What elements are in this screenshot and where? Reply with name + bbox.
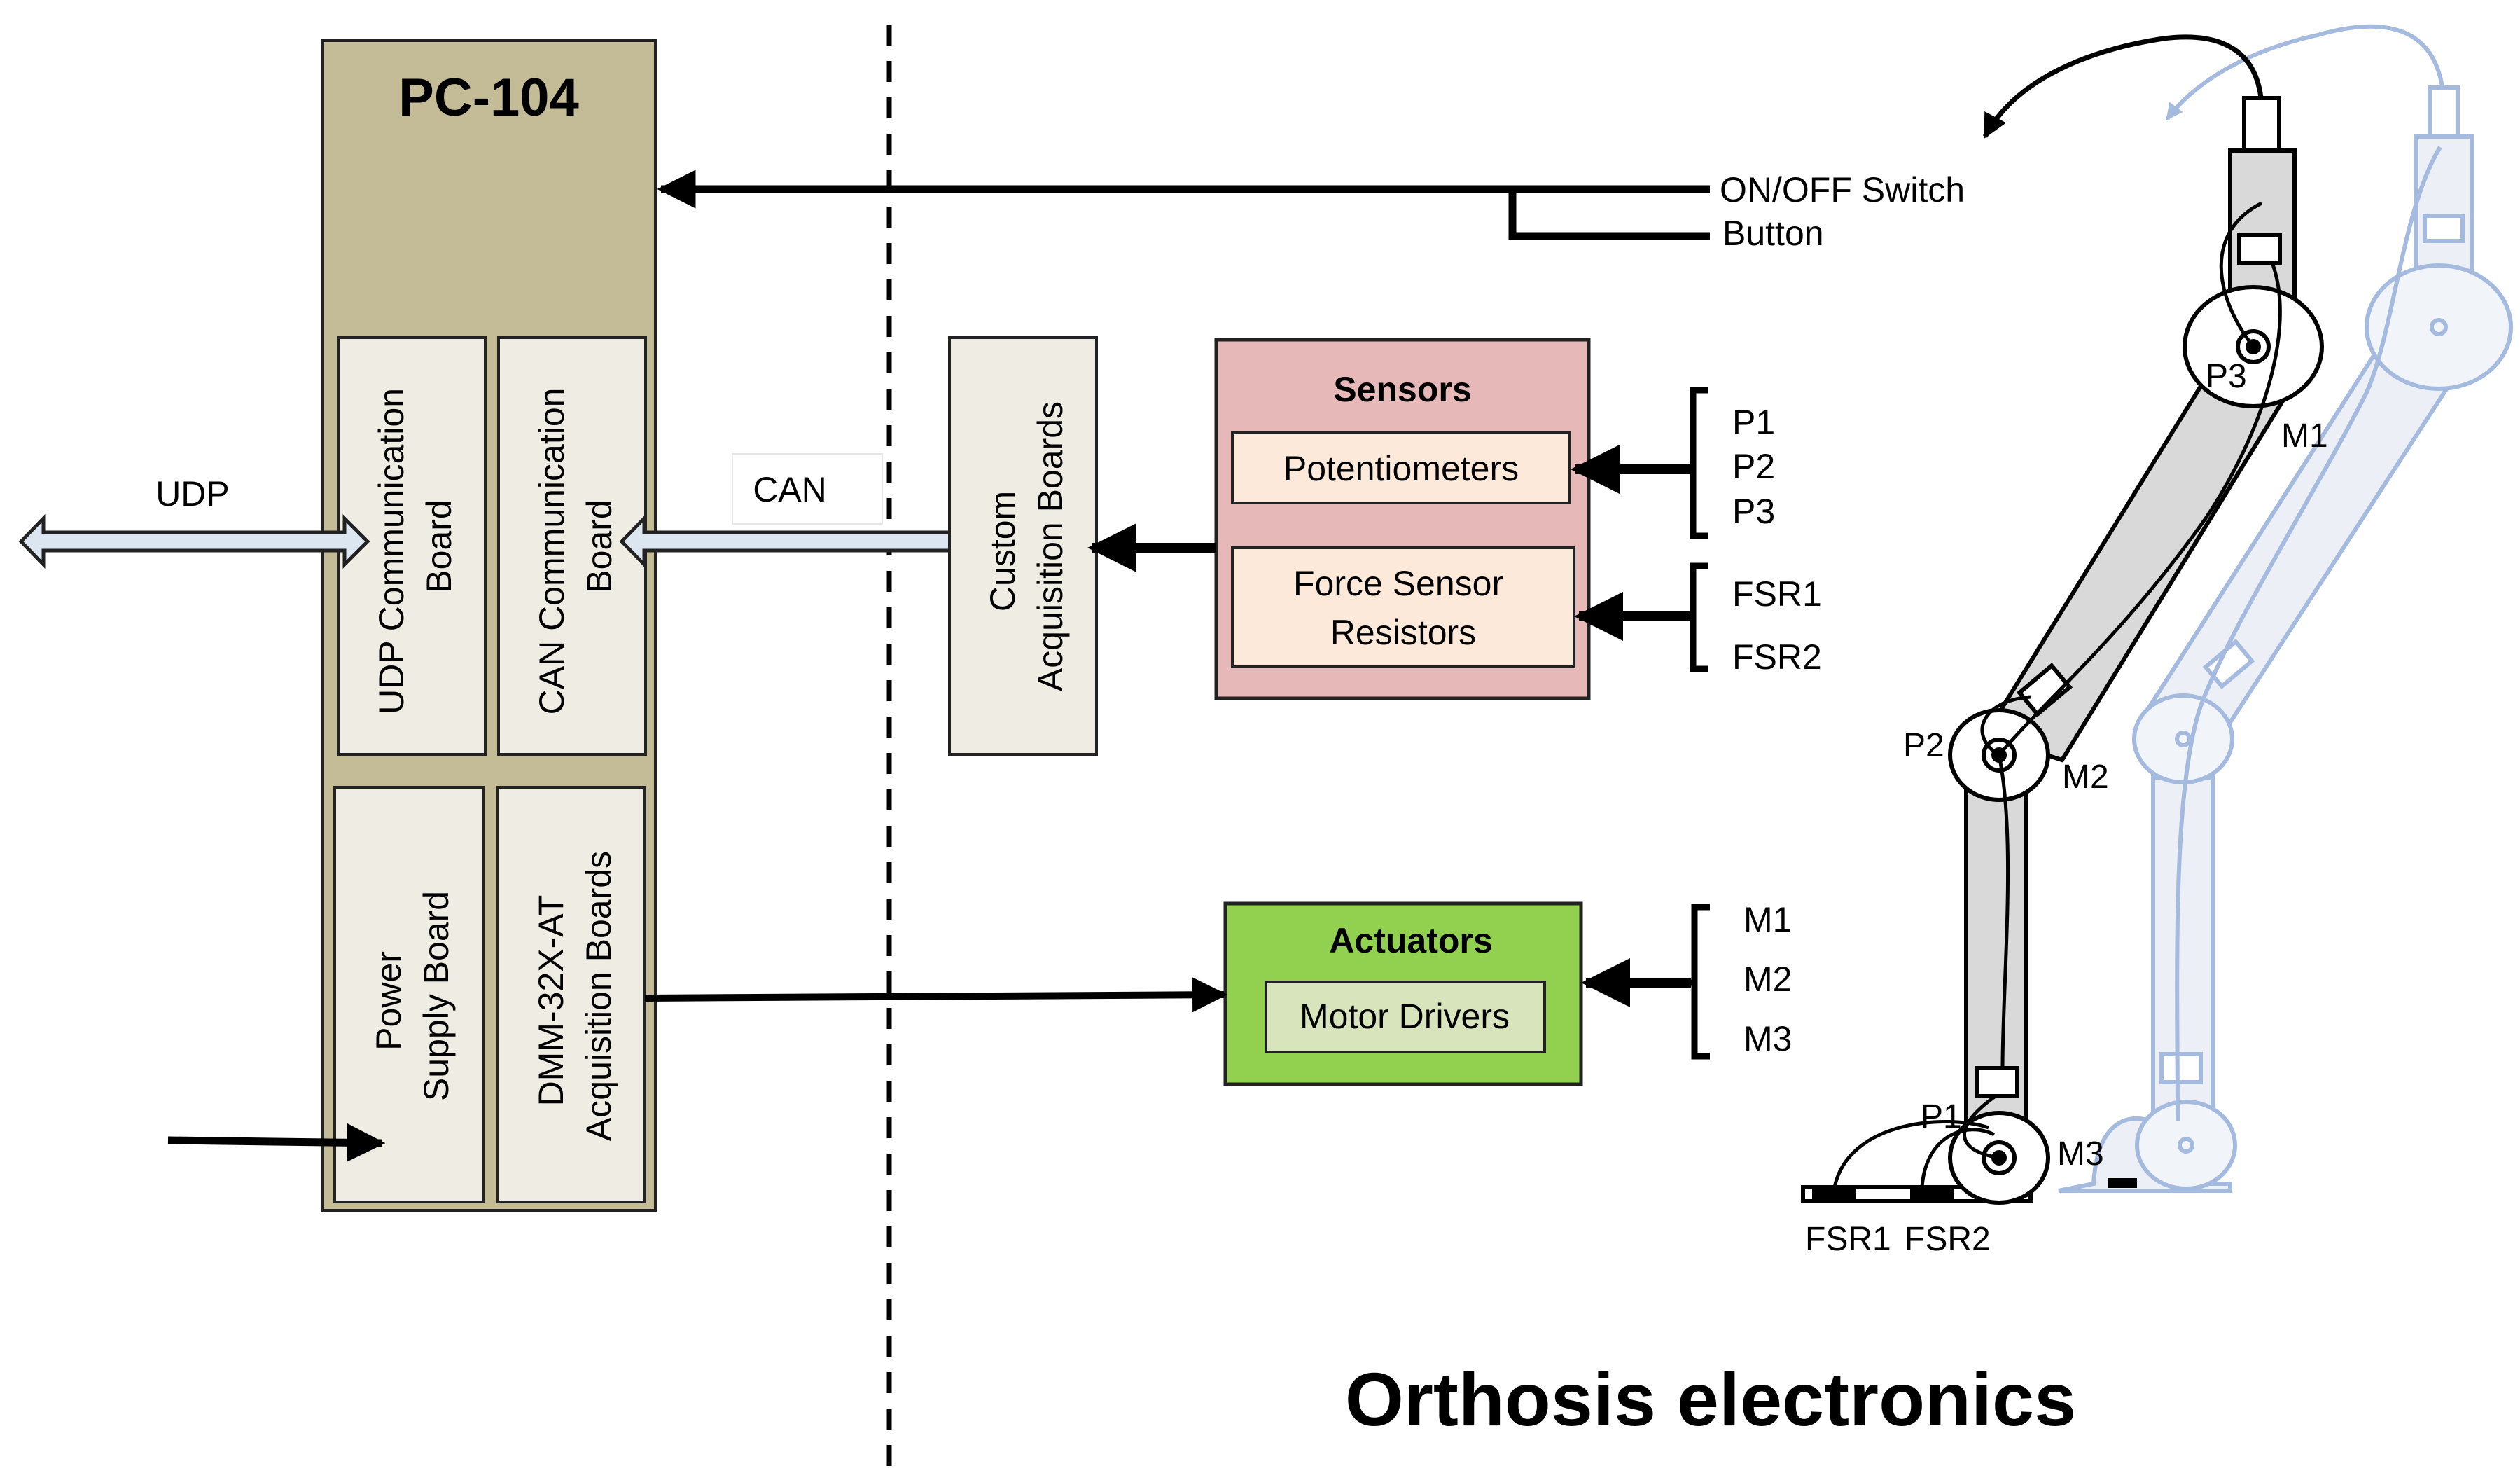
force-sensor-line1: Force Sensor: [1293, 564, 1503, 603]
ankle-sensor: [1975, 1066, 2019, 1098]
fsr2-pad: [1910, 1189, 1954, 1199]
leg-label-p3: P3: [2206, 358, 2247, 395]
switch-label: ON/OFF Switch: [1720, 170, 1965, 209]
udp-label: UDP: [155, 474, 230, 513]
leg-label-m1: M1: [2281, 417, 2328, 455]
custom-board-line2: Acquisition Boards: [1031, 401, 1070, 691]
can-board-label: CAN Communication Board: [532, 378, 619, 715]
leg-label-fsr1: FSR1: [1805, 1221, 1891, 1258]
fsr-label-fsr2: FSR2: [1732, 637, 1822, 677]
dmm-board-line1: DMM-32X-AT: [531, 895, 571, 1106]
ghost-top-sensor: [2423, 214, 2465, 243]
power-board-line2: Supply Board: [417, 891, 456, 1101]
ghost-knee-joint: [2132, 693, 2234, 784]
button-label: Button: [1722, 214, 1824, 253]
hip-cable: [2219, 201, 2263, 348]
input-brackets: [1680, 387, 1710, 1060]
actuators-block: Actuators Motor Drivers: [1223, 901, 1583, 1086]
pot-label-p3: P3: [1732, 492, 1775, 531]
fsr1-cable: [1832, 1119, 1989, 1188]
fsr2-cable: [1920, 1128, 1996, 1188]
motor-bracket: [1680, 904, 1710, 1060]
power-input-arrow: [167, 1123, 386, 1162]
leg-label-p1: P1: [1921, 1098, 1962, 1135]
orthosis-leg-illustration: [1801, 34, 2324, 1205]
can-board-line2: Board: [580, 499, 619, 593]
dmm-board-label: DMM-32X-AT Acquisition Boards: [531, 851, 618, 1141]
can-label-box: [732, 453, 883, 525]
potentiometers-box: [1231, 431, 1571, 504]
motor-label-m1: M1: [1743, 900, 1792, 939]
force-sensor-line2: Resistors: [1330, 613, 1476, 652]
ghost-top-tube: [2428, 85, 2460, 146]
dmm-board-line2: Acquisition Boards: [579, 851, 618, 1141]
leg-label-m2: M2: [2062, 759, 2109, 796]
can-label: CAN: [753, 470, 827, 509]
force-sensor-label: Force Sensor Resistors: [1293, 564, 1513, 652]
udp-board-line1: UDP Communication: [372, 388, 411, 714]
motor-drivers-box: [1265, 981, 1546, 1053]
motor-label-m3: M3: [1743, 1019, 1792, 1058]
pc104-block: PC-104 UDP Communication Board CAN Commu…: [321, 39, 657, 1212]
custom-board-line1: Custom: [983, 491, 1022, 611]
ghost-cable: [2165, 24, 2446, 120]
ghost-fsr-pad: [2108, 1178, 2137, 1188]
leg-inner-cable: [1998, 262, 2282, 756]
knee-cable: [1980, 695, 2031, 1069]
button-connector-line: [1508, 189, 1710, 240]
pot-label-p1: P1: [1732, 403, 1775, 442]
top-sensor: [2237, 233, 2282, 265]
ghost-leg-illustration: [2058, 24, 2513, 1193]
udp-board-line2: Board: [419, 499, 459, 593]
udp-bus-arrow: [18, 513, 370, 569]
leg-label-m3: M3: [2057, 1135, 2104, 1173]
sensors-title: Sensors: [1333, 370, 1471, 409]
can-board: [497, 336, 647, 756]
ankle-cable-1: [1963, 1094, 2000, 1160]
pot-label-p2: P2: [1732, 447, 1775, 486]
signal-arrows: [167, 170, 1710, 1162]
can-board-line1: CAN Communication: [532, 388, 571, 715]
fsr-bracket: [1680, 562, 1708, 672]
potentiometers-label: Potentiometers: [1283, 449, 1519, 488]
fsr1-pad: [1812, 1189, 1856, 1199]
udp-board-label: UDP Communication Board: [372, 378, 459, 714]
ghost-knee-pivot: [2175, 731, 2192, 747]
ghost-hip-pivot: [2430, 318, 2448, 336]
dmm-to-actuators-arrow: [644, 977, 1227, 1013]
motor-label-m2: M2: [1743, 960, 1792, 999]
power-board-line1: Power: [369, 951, 408, 1051]
pot-bracket: [1680, 387, 1708, 539]
ghost-ankle-joint: [2135, 1100, 2237, 1191]
ghost-inner-cable: [2175, 146, 2442, 1121]
force-sensor-box: [1231, 546, 1575, 668]
pc104-title: PC-104: [398, 68, 579, 127]
ghost-ankle-sensor: [2159, 1052, 2203, 1084]
ghost-hip-joint: [2365, 263, 2513, 391]
custom-acquisition-board: [948, 336, 1098, 756]
ghost-ankle-pivot: [2178, 1137, 2194, 1154]
custom-board-label: Custom Acquisition Boards: [983, 401, 1070, 691]
switch-cable: [1982, 34, 2264, 139]
leg-label-fsr2: FSR2: [1905, 1221, 1991, 1258]
leg-label-p2: P2: [1903, 727, 1944, 764]
knee-sensor: [2016, 663, 2073, 717]
power-board-label: Power Supply Board: [369, 891, 456, 1101]
fsr-label-fsr1: FSR1: [1732, 574, 1822, 614]
actuators-title: Actuators: [1329, 921, 1492, 960]
motor-drivers-label: Motor Drivers: [1300, 997, 1510, 1036]
dmm-board: [496, 786, 646, 1203]
sensors-block: Sensors Potentiometers Force Sensor Resi…: [1214, 338, 1591, 700]
diagram-title: Orthosis electronics: [1345, 1357, 2076, 1441]
can-bus-arrow: [619, 513, 977, 569]
